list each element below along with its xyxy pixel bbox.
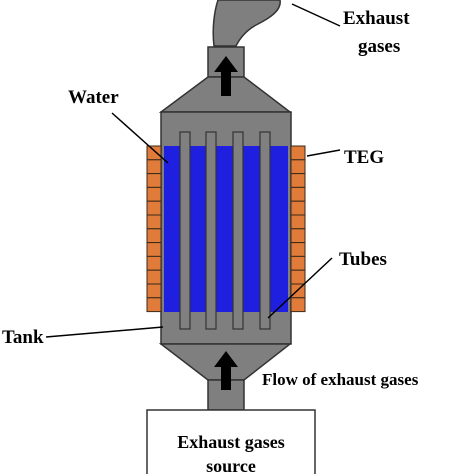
leader-tubes [267, 257, 333, 319]
teg-module [290, 145, 306, 161]
exhaust-plume [212, 0, 281, 47]
label-source-line1: Exhaust gases [177, 432, 285, 452]
teg-module [146, 145, 162, 161]
label-tubes: Tubes [339, 249, 387, 270]
label-tank: Tank [2, 327, 44, 348]
label-teg: TEG [344, 147, 384, 168]
leader-teg [306, 149, 341, 157]
label-flow-of-exhaust-gases: Flow of exhaust gases [262, 370, 419, 389]
tubes-group [179, 131, 271, 330]
teg-module [146, 269, 162, 285]
teg-module [146, 255, 162, 271]
tube [259, 131, 271, 330]
teg-module [146, 159, 162, 175]
teg-module [146, 242, 162, 257]
tube [232, 131, 244, 330]
teg-module [290, 200, 306, 216]
teg-right-stack [290, 145, 306, 313]
teg-module [290, 214, 306, 230]
label-source-line2: source [206, 456, 256, 474]
teg-left-stack [146, 145, 162, 313]
teg-module [146, 173, 162, 188]
teg-module [146, 297, 162, 313]
leader-exhaust [291, 3, 341, 27]
tube [179, 131, 191, 330]
teg-module [290, 186, 306, 202]
teg-module [146, 186, 162, 202]
teg-module [290, 242, 306, 257]
teg-module [146, 228, 162, 244]
label-exhaust-gases-top: Exhaust [343, 8, 410, 29]
label-exhaust-gases-top-2: gases [358, 36, 400, 57]
leader-tank [45, 326, 164, 338]
teg-module [290, 228, 306, 244]
arrow-up-icon [214, 351, 238, 390]
teg-module [290, 173, 306, 188]
teg-module [290, 255, 306, 271]
teg-module [146, 200, 162, 216]
teg-module [146, 214, 162, 230]
exhaust-source-box [146, 409, 316, 474]
teg-module [146, 283, 162, 299]
teg-module [290, 269, 306, 285]
label-water: Water [68, 87, 119, 108]
arrow-up-icon [214, 56, 238, 96]
teg-module [290, 159, 306, 175]
teg-module [290, 297, 306, 313]
tube [205, 131, 217, 330]
leader-water [111, 112, 169, 164]
